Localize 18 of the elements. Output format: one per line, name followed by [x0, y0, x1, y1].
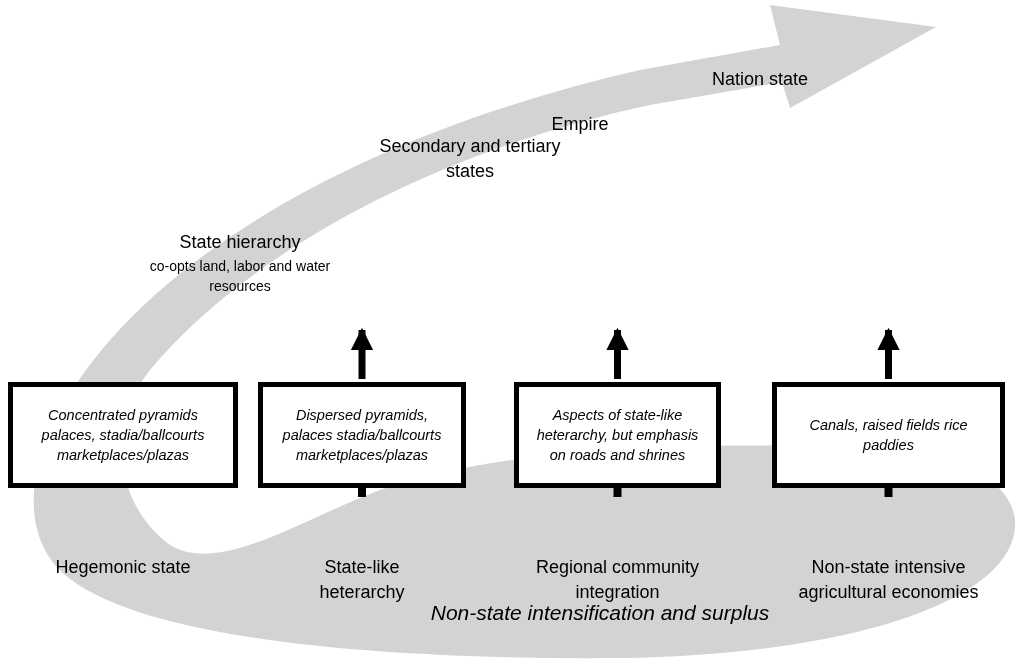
stage-name: Non-state intensive agricultural economies: [797, 556, 980, 604]
box-description: Concentrated pyramids palaces, stadia/ballcourts marketplaces/plazas: [40, 406, 206, 465]
stage-name: Regional community integration: [534, 556, 701, 604]
stage-label: Nation state: [710, 68, 810, 91]
stage-box: [258, 382, 466, 488]
stage-label: Empire: [550, 113, 610, 136]
box-description: Canals, raised fields rice paddies: [808, 416, 969, 455]
stage-box: [8, 382, 238, 488]
stage-label: co-opts land, labor and water resources: [148, 257, 332, 296]
box-description: Aspects of state-like heterarchy, but emphasis on roads and shrines: [535, 406, 700, 465]
box-description: Dispersed pyramids, palaces stadia/ballcourts marketplaces/plazas: [281, 406, 443, 465]
stage-box: [514, 382, 721, 488]
stage-name: State-like heterarchy: [318, 556, 406, 604]
stage-label: Secondary and tertiary states: [378, 135, 562, 183]
stage-name: Hegemonic state: [54, 556, 192, 579]
stage-label: Non-state intensification and surplus: [429, 601, 771, 626]
stage-box: [772, 382, 1005, 488]
stage-label: State hierarchy: [178, 231, 302, 254]
